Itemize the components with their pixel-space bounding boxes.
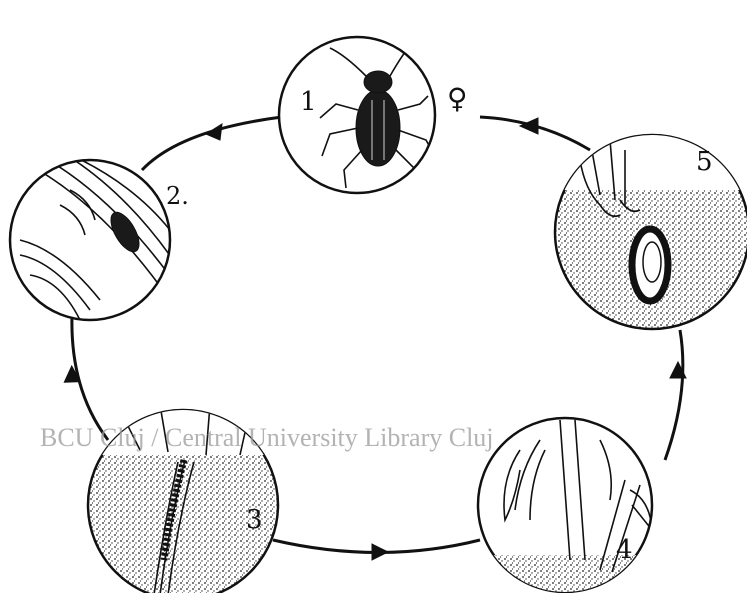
stage-1-label: 1 <box>300 87 317 117</box>
stage-5-label: 5 <box>696 147 713 177</box>
stage-5-pupa: 5 <box>555 135 747 329</box>
arrow-5-to-1 <box>520 118 538 134</box>
stage-3-label: 3 <box>246 505 263 535</box>
pupal-cell <box>632 229 668 301</box>
stage-4-plant-damage: 4 <box>478 418 658 593</box>
stage-2-label: 2. <box>166 182 189 210</box>
beetle-head <box>364 71 392 93</box>
beetle-body <box>356 90 400 166</box>
watermark: BCU Cluj / Central University Library Cl… <box>40 423 494 452</box>
female-symbol: ♀ <box>447 82 467 115</box>
stage-2-egg-laying: 2. <box>10 140 189 320</box>
stage-4-label: 4 <box>616 535 633 565</box>
arrow-3-to-4 <box>372 544 388 560</box>
arrow-1-to-2 <box>206 124 222 140</box>
stage-1-adult-beetle: 1 ♀ <box>279 37 467 193</box>
